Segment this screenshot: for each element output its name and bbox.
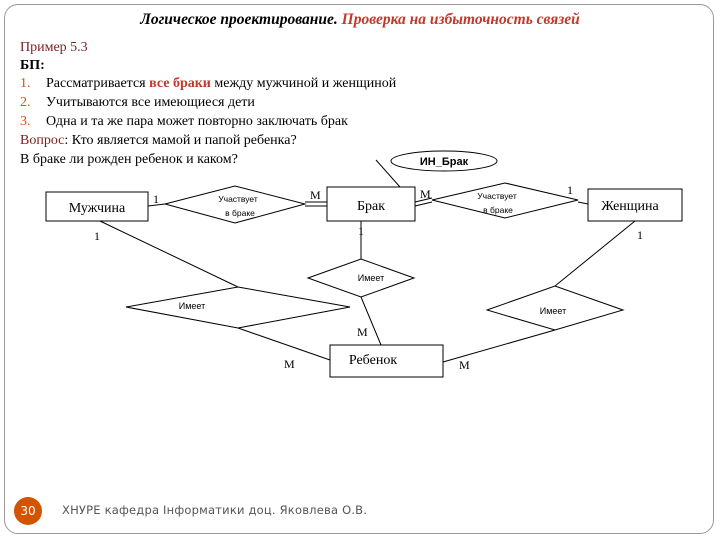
rel-marriage-child: [306, 258, 416, 298]
rel-woman-child: [485, 285, 625, 331]
title-plain: Логическое проектирование.: [140, 11, 338, 28]
card-woman-down: 1: [637, 228, 643, 242]
rel-marriage-child-label: Имеет: [358, 273, 385, 283]
link-key-attr: [375, 159, 401, 188]
entity-woman-label: Женщина: [601, 199, 659, 214]
card-rel-marriage: M: [310, 188, 321, 202]
slide-frame: [4, 4, 714, 534]
entity-man: [45, 191, 149, 222]
key-attribute-label: ИН_Брак: [420, 156, 469, 168]
question-text: : Кто является мамой и папой ребенка?: [64, 133, 297, 148]
footer-text: ХНУРЕ кафедра Інформатики доц. Яковлева …: [62, 503, 368, 517]
list-number: 1.: [20, 76, 31, 91]
list-text: Рассматривается: [46, 76, 150, 91]
entity-man-label: Мужчина: [69, 201, 126, 216]
entity-marriage: [326, 186, 416, 222]
list-text: Учитываются все имеющиеся дети: [46, 95, 255, 110]
card-child-right: M: [459, 358, 470, 372]
entity-child-label: Ребенок: [349, 353, 397, 368]
list-highlight: все браки: [149, 76, 211, 91]
slide-title: Логическое проектирование. Проверка на и…: [0, 11, 720, 29]
question-line-2: В браке ли рожден ребенок и каком?: [20, 152, 238, 167]
link-man-rel-child: [99, 220, 239, 288]
card-child-top: M: [357, 325, 368, 339]
question-label: Вопрос: [20, 133, 65, 148]
card-child-left: M: [284, 357, 295, 371]
rel-man-child-label: Имеет: [179, 301, 206, 311]
link-marriage-rel-double: [414, 201, 433, 207]
entity-child: [329, 344, 444, 378]
link-rel-child-left: [237, 327, 331, 361]
list-item: 3. Одна и та же пара может повторно заклю…: [20, 114, 348, 130]
card-man-rel: 1: [153, 192, 159, 206]
title-highlight: Проверка на избыточность связей: [341, 11, 580, 28]
rel-woman-marriage: [431, 182, 579, 219]
entity-marriage-label: Брак: [357, 199, 385, 214]
rel-woman-marriage-label-1: Участвует: [477, 191, 517, 201]
link-rel-woman: [577, 201, 589, 205]
rel-man-child: [125, 286, 351, 329]
card-marriage-rel: M: [420, 187, 431, 201]
rel-man-marriage-label-1: Участвует: [218, 194, 258, 204]
list-item: 2. Учитываются все имеющиеся дети: [20, 95, 255, 111]
example-label: Пример 5.3: [20, 40, 88, 55]
link-marriage-rel: [414, 197, 433, 203]
key-attribute-oval: [390, 150, 498, 172]
card-marriage-down: 1: [358, 224, 364, 238]
page-number-badge: 30: [14, 497, 42, 525]
question-line: Вопрос: Кто является мамой и папой ребен…: [20, 133, 297, 149]
list-text: Одна и та же пара может повторно заключа…: [46, 114, 348, 129]
link-rel-child-top: [360, 296, 382, 346]
list-text-tail: между мужчиной и женщиной: [210, 76, 397, 91]
rel-woman-marriage-label-2: в браке: [483, 205, 513, 215]
link-man-rel: [147, 203, 166, 207]
card-rel-woman: 1: [567, 183, 573, 197]
rel-woman-child-label: Имеет: [540, 306, 567, 316]
card-man-down: 1: [94, 229, 100, 243]
link-woman-rel-child: [554, 220, 636, 287]
entity-woman: [587, 188, 683, 222]
rel-man-marriage: [163, 185, 307, 224]
list-number: 3.: [20, 114, 31, 129]
rel-man-marriage-label-2: в браке: [225, 208, 255, 218]
bp-label: БП:: [20, 58, 45, 73]
list-number: 2.: [20, 95, 31, 110]
link-rel-child-right: [442, 329, 556, 363]
list-item: 1. Рассматривается все браки между мужчин…: [20, 76, 396, 92]
